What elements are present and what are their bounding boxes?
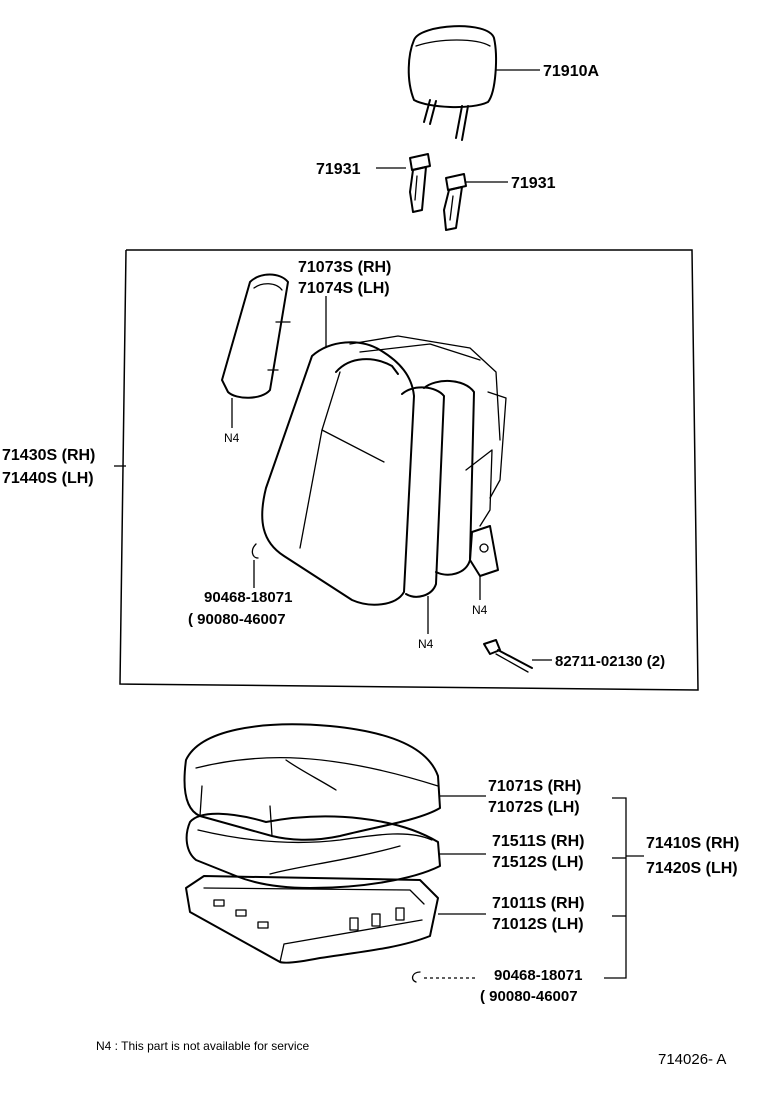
back-cover-lh-part-number: 71074S (LH) [298,280,390,297]
n4-frame-label: N4 [472,603,488,617]
cushion-frame-rh-part-number: 71011S (RH) [492,895,585,912]
support-left-part-number: 71931 [316,161,361,178]
back-assy-lh-part-number: 71440S (LH) [2,470,94,487]
cushion-frame-lh-part-number: 71012S (LH) [492,916,584,933]
seat-back-cushion [261,341,475,606]
cushion-pad-lh-part-number: 71512S (LH) [492,854,584,871]
seat-back-side-pad [221,273,291,399]
cushion-assy-lh-part-number: 71420S (LH) [646,860,738,877]
cushion-cover-rh-part-number: 71071S (RH) [488,778,581,795]
wire-harness-drawing [483,639,533,673]
illustration-code: 714026- A [658,1051,726,1068]
headrest-part-number: 71910A [543,63,599,80]
seat-cushion-frame [185,875,439,964]
seat-back-group-frame [119,249,699,691]
wire-harness-part-number: 82711-02130 (2) [555,653,665,670]
seat-cushion-cover [183,723,441,841]
back-assy-rh-part-number: 71430S (RH) [2,447,95,464]
support-right-part-number: 71931 [511,175,556,192]
hog-ring-cushion-alt-part-number: ( 90080-46007 [480,988,578,1005]
hog-ring-back-icon [251,543,259,559]
headrest-support-right [443,173,467,231]
hog-ring-back-part-number: 90468-18071 [204,589,292,606]
headrest-drawing [407,25,497,141]
footnote-n4: N4 : This part is not available for serv… [96,1039,310,1053]
cushion-assy-rh-part-number: 71410S (RH) [646,835,739,852]
hog-ring-cushion-part-number: 90468-18071 [494,967,582,984]
n4-back-label: N4 [418,637,434,651]
headrest-support-left [409,153,431,213]
cushion-pad-rh-part-number: 71511S (RH) [492,833,585,850]
cushion-cover-lh-part-number: 71072S (LH) [488,799,580,816]
seat-cushion-pad [185,812,441,889]
hog-ring-back-alt-part-number: ( 90080-46007 [188,611,286,628]
cushion-assy-bracket [604,797,627,979]
back-cover-rh-part-number: 71073S (RH) [298,259,391,276]
hog-ring-cushion-icon [411,971,421,983]
n4-side-pad-label: N4 [224,431,240,445]
seat-back-frame-wire [349,335,507,577]
